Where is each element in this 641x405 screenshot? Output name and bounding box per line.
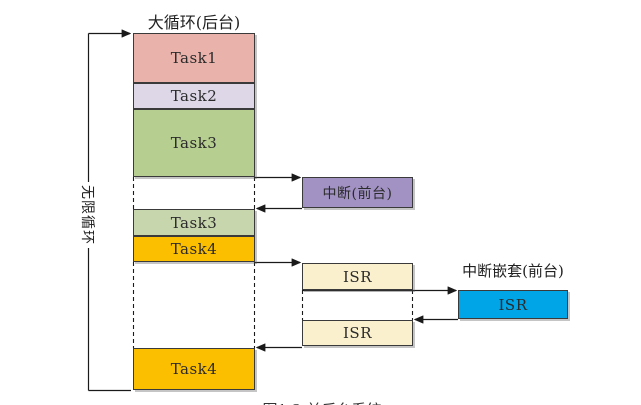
interrupt-foreground-box: 中断(前台) [302, 177, 413, 208]
isr-box-1: ISR [302, 263, 413, 290]
nested-isr-box: ISR [458, 290, 568, 319]
nested-interrupt-title: 中断嵌套(前台) [462, 262, 564, 280]
task4-box: Task4 [133, 236, 255, 262]
task3-resumed-box: Task3 [133, 209, 255, 236]
infinite-loop-label: 无限循环 [78, 182, 98, 248]
caption-fragment: 图1-2 前后台系统 [232, 399, 412, 405]
task1-box: Task1 [133, 33, 255, 83]
isr-box-2: ISR [302, 320, 413, 346]
big-loop-title: 大循环(后台) [147, 13, 241, 32]
task2-box: Task2 [133, 83, 255, 109]
task4-resumed-box: Task4 [133, 348, 255, 390]
task3-box: Task3 [133, 109, 255, 177]
